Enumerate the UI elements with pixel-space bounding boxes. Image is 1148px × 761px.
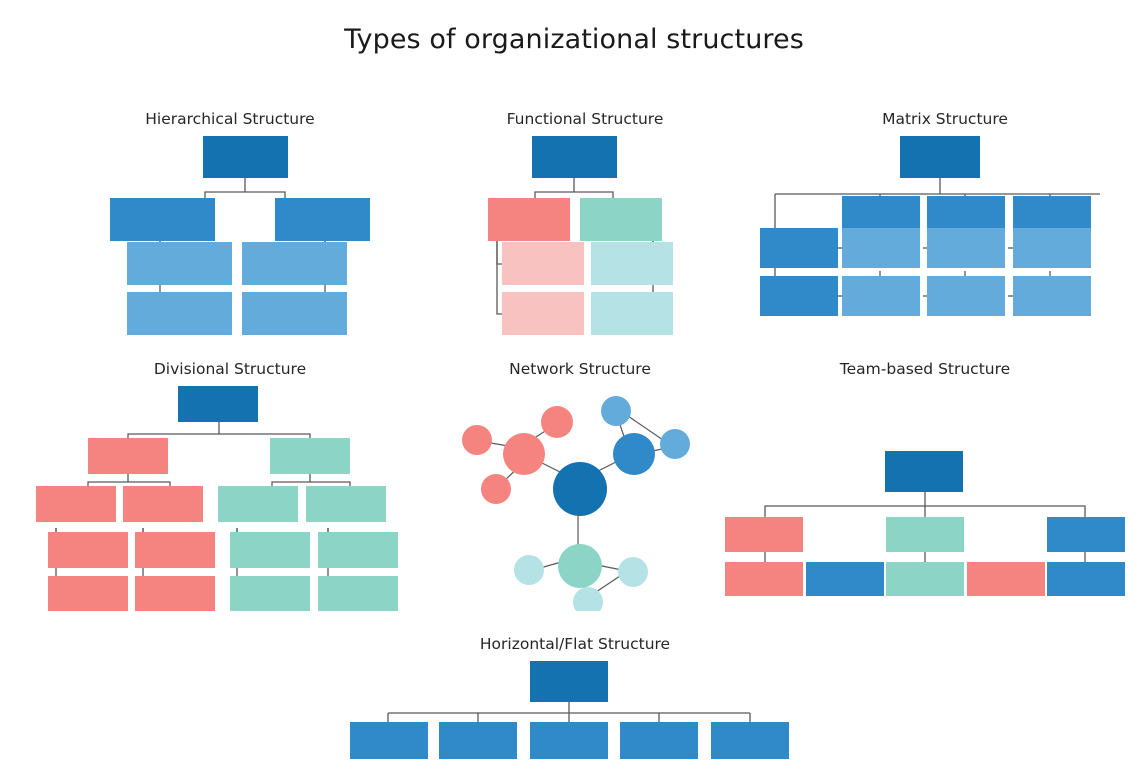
node-teal-b bbox=[618, 557, 648, 587]
node-root bbox=[532, 136, 617, 178]
node-staff-3 bbox=[242, 242, 347, 285]
node-root bbox=[900, 136, 980, 178]
node-team-2b1 bbox=[318, 532, 398, 568]
node-staff-1 bbox=[127, 242, 232, 285]
node-teal-c bbox=[573, 587, 603, 611]
node-staff-2 bbox=[127, 292, 232, 335]
node-lead-3 bbox=[1047, 517, 1125, 552]
node-red-c bbox=[481, 474, 511, 504]
connector-root-row bbox=[204, 191, 286, 206]
node-cell-r1c1 bbox=[842, 228, 920, 268]
node-blue-a bbox=[601, 396, 631, 426]
node-sub-3 bbox=[591, 242, 673, 285]
node-red-b bbox=[541, 406, 573, 438]
node-employee-5 bbox=[711, 722, 789, 759]
node-member-4 bbox=[967, 562, 1045, 596]
node-hub-teal bbox=[558, 544, 602, 588]
node-team-2b2 bbox=[318, 576, 398, 611]
node-team-1a1 bbox=[48, 532, 128, 568]
node-division-1 bbox=[88, 438, 168, 474]
node-core bbox=[553, 462, 607, 516]
chart-network: Network Structure bbox=[450, 360, 710, 615]
node-cell-r2c3 bbox=[1013, 276, 1091, 316]
chart-divisional: Divisional Structure bbox=[30, 360, 430, 615]
node-red-a bbox=[462, 425, 492, 455]
node-employee-2 bbox=[439, 722, 517, 759]
node-sub-1 bbox=[502, 242, 584, 285]
node-teal-a bbox=[514, 555, 544, 585]
node-dept-1a bbox=[36, 486, 116, 522]
chart-team-based: Team-based Structure bbox=[710, 360, 1140, 600]
node-sub-2 bbox=[502, 292, 584, 335]
chart-horizontal-flat: Horizontal/Flat Structure bbox=[350, 635, 800, 761]
chart-matrix: Matrix Structure bbox=[760, 110, 1130, 340]
node-hub-blue bbox=[613, 433, 655, 475]
node-team-1a2 bbox=[48, 576, 128, 611]
node-team-2a1 bbox=[230, 532, 310, 568]
node-division-2 bbox=[270, 438, 350, 474]
node-member-3 bbox=[886, 562, 964, 596]
chart-title-hierarchical: Hierarchical Structure bbox=[145, 110, 315, 128]
page-title: Types of organizational structures bbox=[344, 24, 804, 55]
node-cell-r2c1 bbox=[842, 276, 920, 316]
chart-title-functional: Functional Structure bbox=[506, 110, 664, 128]
node-root bbox=[203, 136, 288, 178]
node-cell-r1c3 bbox=[1013, 228, 1091, 268]
node-blue-b bbox=[660, 429, 690, 459]
node-root bbox=[530, 661, 608, 702]
node-function-1 bbox=[488, 198, 570, 241]
node-lead-2 bbox=[886, 517, 964, 552]
chart-title-team-based: Team-based Structure bbox=[839, 360, 1011, 378]
node-hub-red bbox=[503, 433, 545, 475]
node-lead-1 bbox=[725, 517, 803, 552]
node-function-2 bbox=[580, 198, 662, 241]
chart-title-network: Network Structure bbox=[509, 360, 651, 378]
node-dept-2b bbox=[306, 486, 386, 522]
node-dept-2a bbox=[218, 486, 298, 522]
node-dept-1b bbox=[123, 486, 203, 522]
node-function-row-1 bbox=[760, 228, 838, 268]
node-employee-3 bbox=[530, 722, 608, 759]
node-employee-1 bbox=[350, 722, 428, 759]
chart-hierarchical: Hierarchical Structure bbox=[90, 110, 370, 340]
node-cell-r2c2 bbox=[927, 276, 1005, 316]
node-manager-2 bbox=[275, 198, 370, 241]
node-sub-4 bbox=[591, 292, 673, 335]
node-root bbox=[178, 386, 258, 422]
node-team-2a2 bbox=[230, 576, 310, 611]
node-team-1b1 bbox=[135, 532, 215, 568]
node-staff-4 bbox=[242, 292, 347, 335]
node-member-1 bbox=[725, 562, 803, 596]
node-cell-r1c2 bbox=[927, 228, 1005, 268]
node-team-1b2 bbox=[135, 576, 215, 611]
chart-title-matrix: Matrix Structure bbox=[882, 110, 1008, 128]
chart-title-horizontal-flat: Horizontal/Flat Structure bbox=[479, 635, 671, 653]
node-manager-1 bbox=[110, 198, 215, 241]
chart-title-divisional: Divisional Structure bbox=[153, 360, 307, 378]
node-employee-4 bbox=[620, 722, 698, 759]
chart-functional: Functional Structure bbox=[450, 110, 720, 340]
connectors-horizontal-flat bbox=[387, 701, 751, 723]
node-function-row-2 bbox=[760, 276, 838, 316]
node-root bbox=[885, 451, 963, 492]
node-member-5 bbox=[1047, 562, 1125, 596]
node-member-2 bbox=[806, 562, 884, 596]
edge-bluea-blueb bbox=[624, 413, 667, 443]
